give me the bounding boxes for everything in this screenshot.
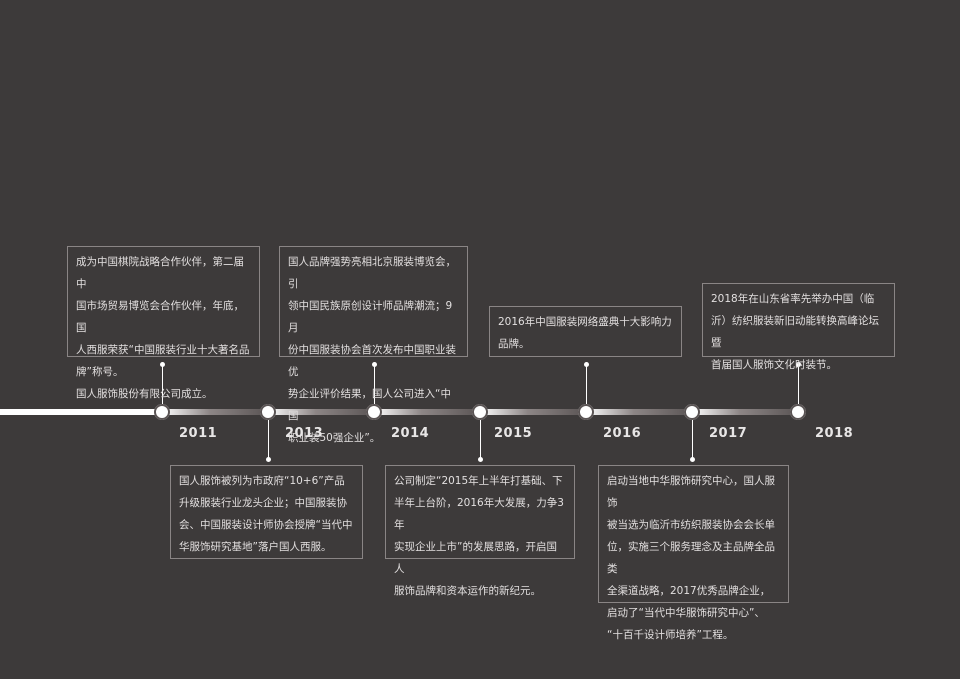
event-box-2013: 国人服饰被列为市政府“10+6”产品 升级服装行业龙头企业；中国服装协 会、中国… (170, 465, 363, 559)
connector-2018 (796, 362, 801, 404)
event-text-line: 成为中国棋院战略合作伙伴，第二届中 (76, 256, 244, 290)
event-box-2017: 启动当地中华服饰研究中心，国人服饰 被当选为临沂市纺织服装协会会长单 位，实施三… (598, 465, 789, 641)
timeline-segment (374, 409, 480, 415)
year-label-2016: 2016 (603, 426, 642, 441)
event-text-line: 势企业评价结果，国人公司进入“中国 (288, 388, 451, 422)
event-text-line: 沂）纺织服装新旧动能转换高峰论坛暨 (711, 315, 879, 349)
event-text-line: 会、中国服装设计师协会授牌“当代中 (179, 519, 353, 531)
event-box-2015: 公司制定“2015年上半年打基础、下 半年上台阶，2016年大发展，力争3年 实… (385, 465, 575, 597)
timeline-node-2014 (366, 404, 382, 420)
event-box-2016: 2016年中国服装网络盛典十大影响力 品牌。 (489, 306, 682, 357)
timeline-lead-line (0, 409, 162, 415)
connector-2014 (372, 362, 377, 404)
event-text-line: 职业装50强企业”。 (288, 432, 381, 444)
event-text-line: 位，实施三个服务理念及主品牌全品类 (607, 541, 775, 575)
event-text-line: 被当选为临沂市纺织服装协会会长单 (607, 519, 775, 531)
event-text-line: 启动了“当代中华服饰研究中心”、 (607, 607, 765, 619)
timeline-node-2015 (472, 404, 488, 420)
connector-2017 (690, 420, 695, 462)
event-text-line: 2016年中国服装网络盛典十大影响力 (498, 316, 672, 328)
event-text-line: 领中国民族原创设计师品牌潮流；9月 (288, 300, 453, 334)
event-text-line: 份中国服装协会首次发布中国职业装优 (288, 344, 456, 378)
event-box-2018: 2018年在山东省率先举办中国（临 沂）纺织服装新旧动能转换高峰论坛暨 首届国人… (702, 283, 895, 371)
event-text-line: “十百千设计师培养”工程。 (607, 629, 734, 641)
event-text-line: 升级服装行业龙头企业；中国服装协 (179, 497, 347, 509)
event-box-2011: 成为中国棋院战略合作伙伴，第二届中 国市场贸易博览会合作伙伴，年底，国 人西服荣… (67, 246, 260, 400)
year-label-2015: 2015 (494, 426, 533, 441)
timeline-node-2018 (790, 404, 806, 420)
event-text-line: 服饰品牌和资本运作的新纪元。 (394, 585, 541, 597)
event-text-line: 华服饰研究基地”落户国人西服。 (179, 541, 332, 553)
event-text-line: 国人服饰被列为市政府“10+6”产品 (179, 475, 345, 487)
connector-2015 (478, 420, 483, 462)
year-label-2011: 2011 (179, 426, 218, 441)
event-text-line: 牌”称号。 (76, 366, 124, 378)
event-text-line: 品牌。 (498, 338, 530, 350)
connector-2016 (584, 362, 589, 404)
year-label-2017: 2017 (709, 426, 748, 441)
event-text-line: 国人服饰股份有限公司成立。 (76, 388, 213, 400)
event-text-line: 启动当地中华服饰研究中心，国人服饰 (607, 475, 775, 509)
timeline-node-2013 (260, 404, 276, 420)
event-text-line: 人西服荣获“中国服装行业十大著名品 (76, 344, 250, 356)
timeline-node-2017 (684, 404, 700, 420)
event-text-line: 公司制定“2015年上半年打基础、下 (394, 475, 563, 487)
timeline-segment (480, 409, 586, 415)
timeline-segment (268, 409, 374, 415)
connector-2013 (266, 420, 271, 462)
event-text-line: 全渠道战略，2017优秀品牌企业， (607, 585, 771, 597)
timeline-node-2011 (154, 404, 170, 420)
event-text-line: 首届国人服饰文化时装节。 (711, 359, 837, 371)
event-text-line: 国市场贸易博览会合作伙伴，年底，国 (76, 300, 244, 334)
event-text-line: 实现企业上市”的发展思路，开启国人 (394, 541, 557, 575)
event-text-line: 国人品牌强势亮相北京服装博览会，引 (288, 256, 456, 290)
timeline-node-2016 (578, 404, 594, 420)
timeline-segment (692, 409, 798, 415)
year-label-2014: 2014 (391, 426, 430, 441)
event-text-line: 2018年在山东省率先举办中国（临 (711, 293, 875, 305)
connector-2011 (160, 362, 165, 404)
year-label-2013: 2013 (285, 426, 324, 441)
timeline-segment (586, 409, 692, 415)
event-box-2014: 国人品牌强势亮相北京服装博览会，引 领中国民族原创设计师品牌潮流；9月 份中国服… (279, 246, 468, 444)
event-text-line: 半年上台阶，2016年大发展，力争3年 (394, 497, 564, 531)
year-label-2018: 2018 (815, 426, 854, 441)
timeline-segment (162, 409, 268, 415)
